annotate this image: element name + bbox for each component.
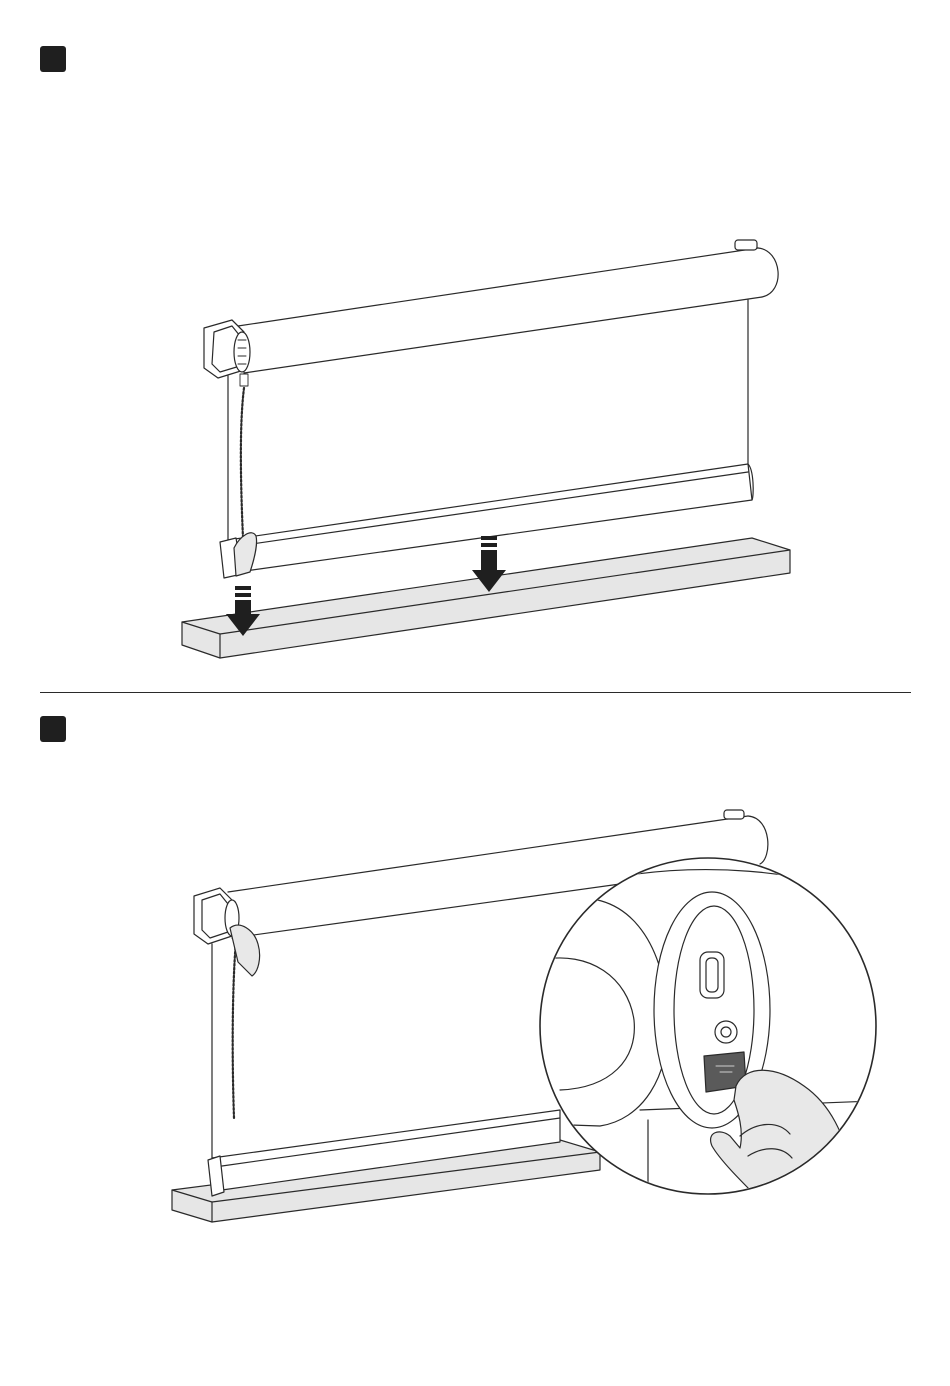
magnifier-detail (540, 858, 900, 1200)
bead-chain (233, 940, 236, 1118)
